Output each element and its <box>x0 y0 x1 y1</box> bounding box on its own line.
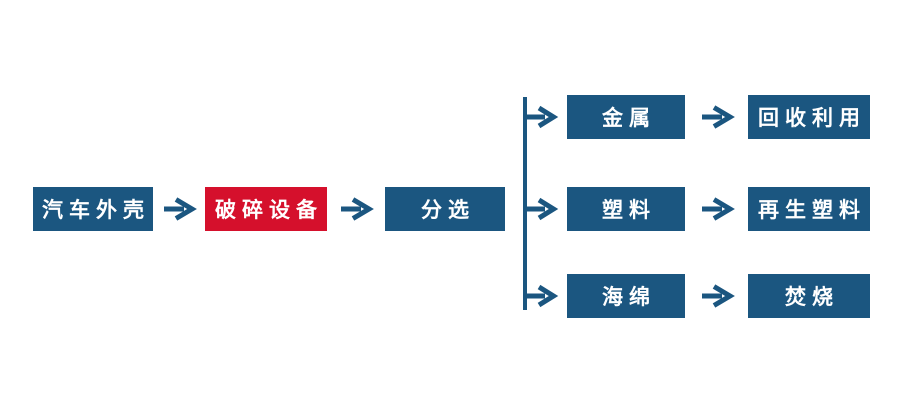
node-sponge: 海绵 <box>567 274 685 318</box>
node-sorting: 分选 <box>385 187 505 231</box>
arrow-car-to-crusher <box>164 197 197 221</box>
node-recycling-reuse: 回收利用 <box>748 95 870 139</box>
arrow-crusher-to-sorting <box>341 197 374 221</box>
arrow-trunk-to-metal <box>525 105 559 129</box>
node-plastic: 塑料 <box>567 187 685 231</box>
arrow-metal-to-recycle <box>702 105 735 129</box>
arrow-sponge-to-burn <box>702 284 735 308</box>
arrow-plastic-to-replastic <box>702 197 735 221</box>
node-incineration: 焚烧 <box>748 274 870 318</box>
node-car-shell: 汽车外壳 <box>33 187 153 231</box>
arrow-trunk-to-plastic <box>525 197 559 221</box>
node-crushing-equipment: 破碎设备 <box>205 187 327 231</box>
node-recycled-plastic: 再生塑料 <box>748 187 870 231</box>
node-metal: 金属 <box>567 95 685 139</box>
arrow-trunk-to-sponge <box>525 284 559 308</box>
